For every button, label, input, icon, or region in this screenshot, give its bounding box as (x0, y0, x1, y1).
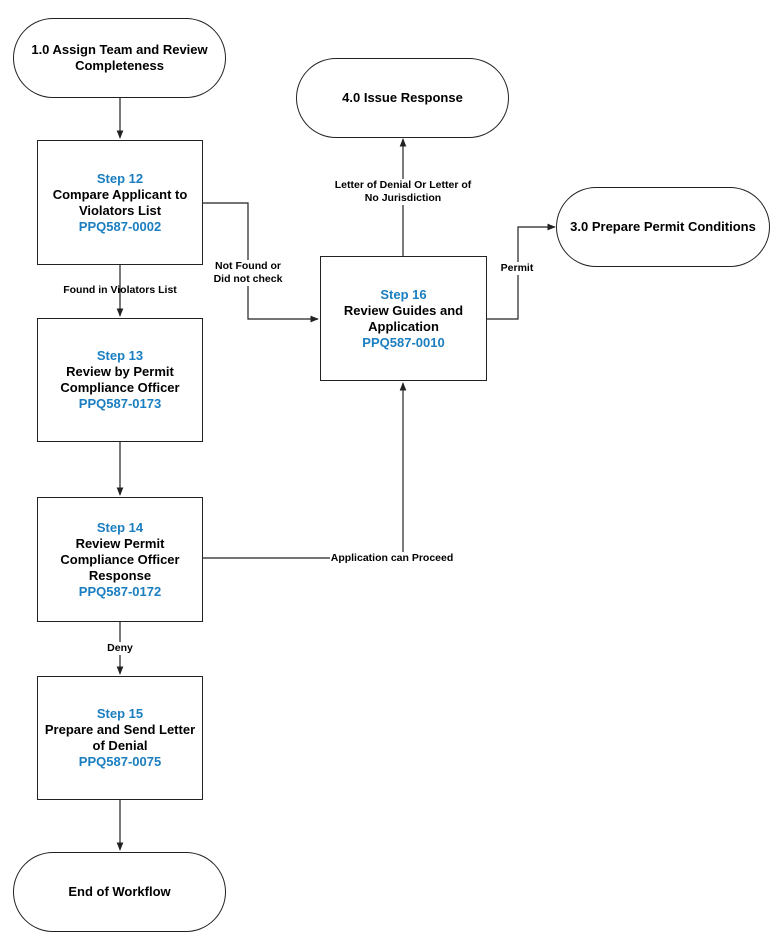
step16-box: Step 16 Review Guides and Application PP… (320, 256, 487, 381)
step14-label: Step 14 (96, 519, 144, 535)
start-node: 1.0 Assign Team and Review Completeness (13, 18, 226, 98)
step14-code: PPQ587-0172 (78, 583, 162, 599)
step15-code: PPQ587-0075 (78, 754, 162, 769)
prepare-permit-node: 3.0 Prepare Permit Conditions (556, 187, 770, 267)
step15-box: Step 15 Prepare and Send Letter of Denia… (37, 676, 203, 800)
step14-box: Step 14 Review Permit Compliance Officer… (37, 497, 203, 622)
issue-response-node: 4.0 Issue Response (296, 58, 509, 138)
edge-label-not-found: Not Found or Did not check (208, 260, 288, 286)
step13-title: Review by Permit Compliance Officer (60, 364, 180, 395)
step16-title: Review Guides and Application (343, 302, 464, 334)
edge-step14-to-step16 (203, 382, 407, 559)
step16-code: PPQ587-0010 (362, 334, 445, 350)
step13-box: Step 13 Review by Permit Compliance Offi… (37, 318, 203, 442)
edge-label-deny: Deny (102, 642, 138, 655)
edge-label-letter-denial: Letter of Denial Or Letter of No Jurisdi… (333, 179, 473, 205)
step13-code: PPQ587-0173 (78, 396, 162, 411)
step13-label: Step 13 (96, 348, 144, 363)
step14-title: Review Permit Compliance Officer Respons… (60, 535, 180, 583)
step16-label: Step 16 (380, 286, 427, 302)
step12-title: Compare Applicant to Violators List (52, 186, 188, 218)
step15-title: Prepare and Send Letter of Denial (44, 722, 196, 753)
end-node: End of Workflow (13, 852, 226, 932)
issue-response-label: 4.0 Issue Response (342, 90, 463, 105)
step12-box: Step 12 Compare Applicant to Violators L… (37, 140, 203, 265)
step12-code: PPQ587-0002 (78, 218, 162, 234)
prepare-permit-label: 3.0 Prepare Permit Conditions (570, 219, 756, 234)
edge-label-found-violators: Found in Violators List (63, 284, 177, 296)
step12-label: Step 12 (96, 170, 144, 186)
edge-label-can-proceed: Application can Proceed (330, 552, 454, 565)
start-node-label: 1.0 Assign Team and Review Completeness (31, 42, 208, 73)
end-node-label: End of Workflow (68, 884, 171, 899)
edge-label-permit: Permit (497, 262, 537, 275)
step15-label: Step 15 (96, 706, 144, 721)
